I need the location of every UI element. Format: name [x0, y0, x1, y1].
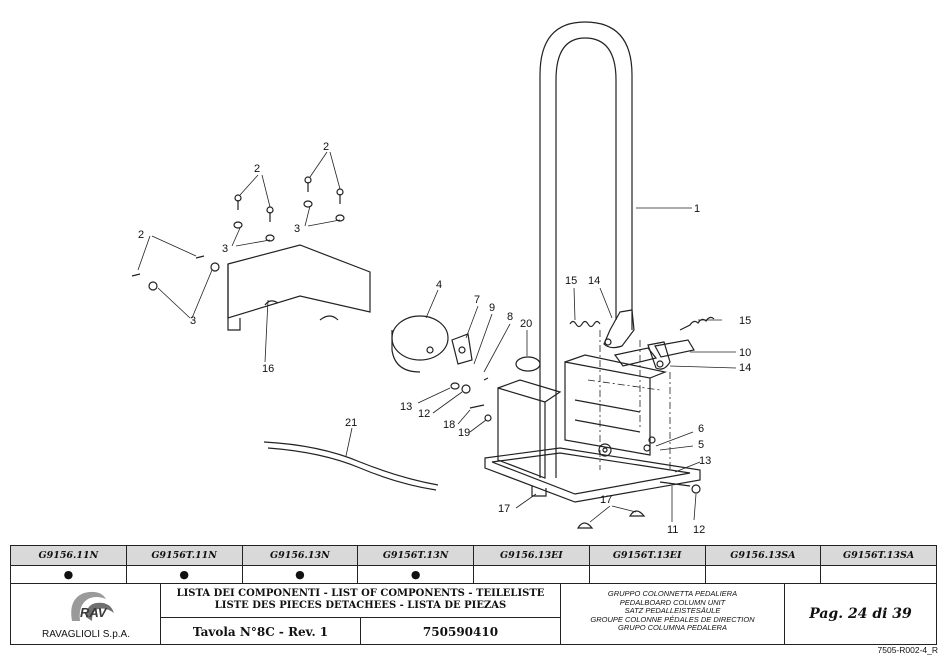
model-header: G9156T.13SA: [843, 550, 915, 561]
callout-13: 13: [400, 401, 412, 413]
hose-clamp: [515, 356, 541, 372]
callout-3: 3: [294, 223, 300, 235]
model-header-row: G9156.11N G9156T.11N G9156.13N G9156T.13…: [11, 546, 936, 566]
callout-7: 7: [474, 294, 480, 306]
list-title-line-2: LISTE DES PIECES DETACHEES - LISTA DE PI…: [214, 600, 507, 611]
group-line: GRUPO COLUMNA PEDALERA: [618, 623, 727, 633]
callout-19: 19: [458, 427, 470, 439]
callout-17: 17: [498, 503, 510, 515]
model-header: G9156.13SA: [706, 546, 822, 565]
callout-21: 21: [345, 417, 357, 429]
callout-15: 15: [739, 315, 751, 327]
group-line: GROUPE COLONNE PÉDALES DE DIRECTION: [590, 614, 755, 624]
callout-20: 20: [520, 318, 532, 330]
callout-16: 16: [262, 363, 274, 375]
table-number: Tavola N°8C - Rev. 1: [161, 618, 361, 645]
page-number: Pag. 24 di 39: [809, 606, 912, 622]
model-table: G9156.11N G9156T.11N G9156.13N G9156T.13…: [10, 545, 937, 584]
cable: [263, 441, 439, 491]
component-list-title: LISTA DEI COMPONENTI - LIST OF COMPONENT…: [161, 584, 561, 618]
leader-lines: [137, 151, 737, 523]
callout-2: 2: [138, 229, 144, 241]
callout-3: 3: [222, 243, 228, 255]
model-header: G9156.13EI: [474, 546, 590, 565]
callout-3: 3: [190, 315, 196, 327]
callout-18: 18: [443, 419, 455, 431]
model-mark: ●: [11, 565, 127, 583]
base-plate: [484, 447, 701, 503]
callout-13: 13: [699, 455, 711, 467]
callout-14: 14: [739, 362, 751, 374]
model-mark: ●: [243, 565, 359, 583]
callout-6: 6: [698, 423, 704, 435]
assembly-lines: [587, 330, 671, 470]
company-name: RAVAGLIOLI S.p.A.: [42, 629, 130, 640]
pedal-assembly: [603, 309, 695, 370]
small-parts: [131, 176, 701, 529]
callout-2: 2: [254, 163, 260, 175]
callout-9: 9: [489, 302, 495, 314]
logo-text: RAV: [80, 605, 108, 620]
group-line: GRUPPO COLONNETTA PEDALIERA: [607, 589, 738, 598]
bracket: [451, 333, 473, 365]
model-header: G9156T.11N: [127, 546, 243, 565]
callout-8: 8: [507, 311, 513, 323]
group-description: GRUPPO COLONNETTA PEDALIERA PEDALBOARD C…: [561, 584, 785, 644]
title-block: RAV RAVAGLIOLI S.p.A. LISTA DEI COMPONEN…: [10, 584, 937, 645]
motor: [391, 315, 449, 373]
part-code: 750590410: [361, 618, 561, 645]
column-tube: [539, 21, 633, 478]
callout-5: 5: [698, 439, 704, 451]
model-mark: ●: [358, 565, 474, 583]
model-header: G9156T.13EI: [590, 546, 706, 565]
callout-10: 10: [739, 347, 751, 359]
document-reference: 7505-R002-4_R: [877, 645, 938, 655]
model-header: G9156.13N: [243, 546, 359, 565]
spring-left: [569, 320, 601, 328]
model-mark: [590, 565, 706, 583]
group-line: SATZ PEDALLEISTESÄULE: [624, 606, 721, 616]
company-logo: RAV: [71, 591, 114, 621]
callout-14: 14: [588, 275, 600, 287]
model-mark: [706, 565, 822, 583]
callout-12: 12: [418, 408, 430, 420]
model-header: G9156T.13N: [358, 546, 474, 565]
callout-11: 11: [667, 524, 678, 536]
callout-15: 15: [565, 275, 577, 287]
callout-2: 2: [323, 141, 329, 153]
callout-17: 17: [600, 494, 612, 506]
model-mark: [474, 565, 590, 583]
group-line: PEDALBOARD COLUMN UNIT: [619, 597, 726, 607]
list-title-line-1: LISTA DEI COMPONENTI - LIST OF COMPONENT…: [176, 588, 545, 599]
callout-12: 12: [693, 524, 705, 536]
exploded-parts-drawing: 1 2 2 2 3 3 3 4 5 6 7 8 9 10 11 12 12 13…: [131, 21, 751, 536]
model-mark: [821, 565, 936, 583]
cover-plate: [227, 244, 371, 331]
model-mark-row: ● ● ● ●: [11, 565, 936, 583]
spring-right: [679, 316, 715, 331]
callout-1: 1: [694, 203, 700, 215]
pedal-box: [497, 354, 668, 479]
callout-4: 4: [436, 279, 442, 291]
logo-cell: RAV RAVAGLIOLI S.p.A.: [11, 584, 161, 644]
model-header: G9156.11N: [11, 546, 127, 565]
model-mark: ●: [127, 565, 243, 583]
